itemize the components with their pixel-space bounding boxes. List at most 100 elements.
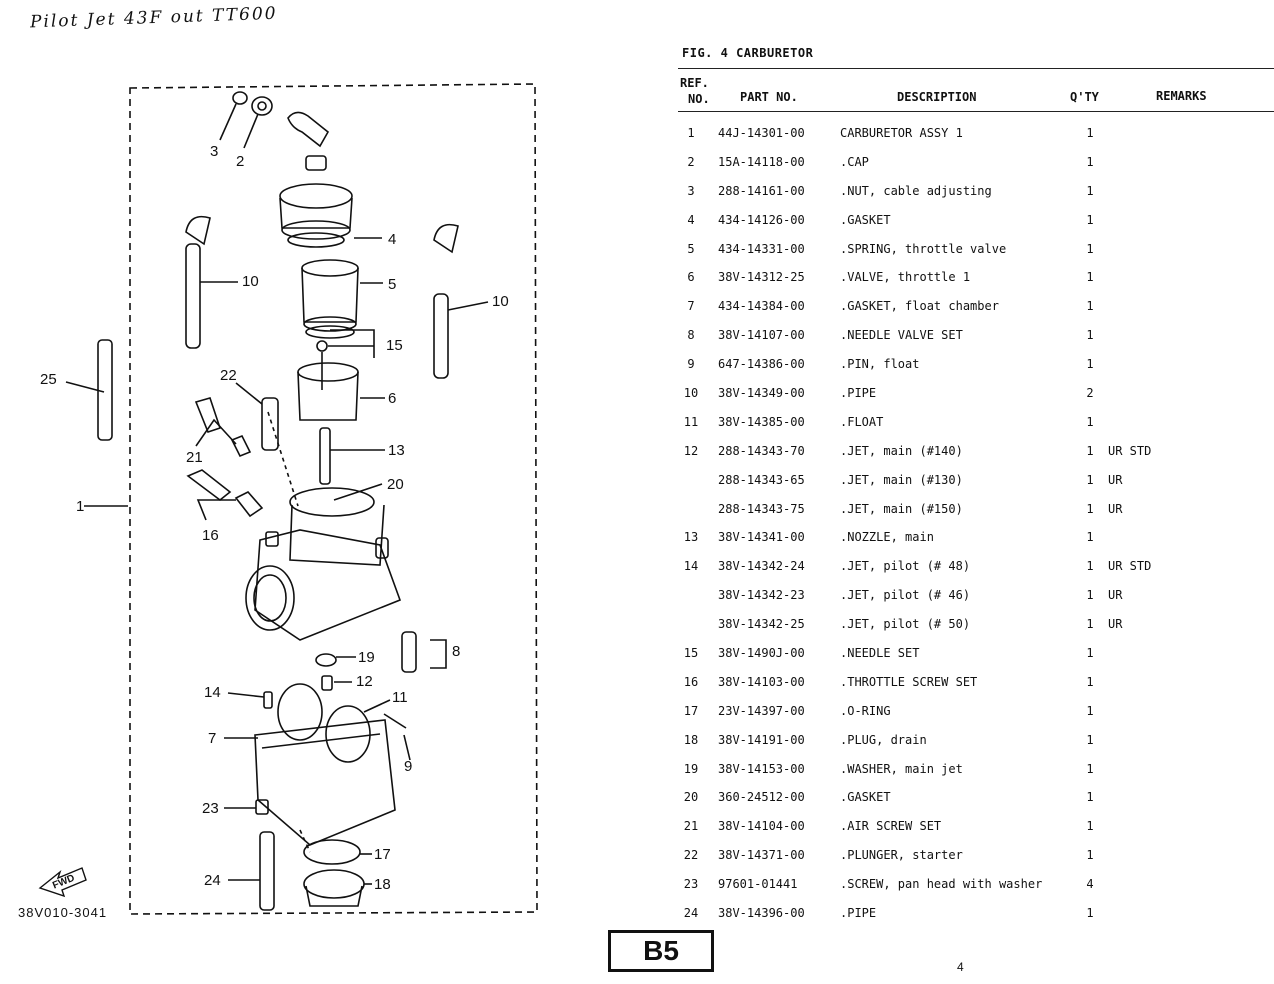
description-cell: .GASKET bbox=[840, 212, 891, 227]
description-cell: .WASHER, main jet bbox=[840, 761, 963, 776]
table-row: 38V-14342-25 .JET, pilot (# 50) 1 UR bbox=[670, 611, 1274, 640]
exploded-diagram-panel: Pilot Jet 43F out TT600 bbox=[0, 0, 600, 984]
ref-no-cell: 12 bbox=[683, 443, 699, 458]
qty-cell: 1 bbox=[1086, 790, 1094, 805]
part-no-cell: 38V-14103-00 bbox=[718, 674, 805, 689]
qty-cell: 1 bbox=[1086, 472, 1094, 487]
ref-no-cell: 17 bbox=[683, 703, 699, 718]
callout-10-right: 10 bbox=[492, 293, 509, 310]
qty-cell: 1 bbox=[1086, 241, 1094, 256]
ref-no-cell: 2 bbox=[687, 154, 695, 169]
ref-no-cell: 13 bbox=[683, 530, 699, 545]
callout-6: 6 bbox=[388, 390, 396, 407]
header-remarks: REMARKS bbox=[1156, 89, 1207, 103]
ref-no-cell: 16 bbox=[683, 674, 699, 689]
qty-cell: 1 bbox=[1086, 328, 1094, 343]
header-description: DESCRIPTION bbox=[897, 90, 977, 104]
ref-no-cell: 7 bbox=[687, 299, 695, 314]
description-cell: .THROTTLE SCREW SET bbox=[840, 674, 978, 689]
part-no-cell: 38V-14191-00 bbox=[718, 732, 805, 747]
ref-no-cell: 15 bbox=[683, 646, 699, 661]
callout-11: 11 bbox=[392, 689, 408, 706]
ref-no-cell: 1 bbox=[687, 126, 695, 140]
qty-cell: 1 bbox=[1086, 646, 1094, 661]
description-cell: .AIR SCREW SET bbox=[840, 819, 942, 834]
callout-17: 17 bbox=[374, 846, 391, 863]
carburetor-exploded-diagram: FWD 1 2 3 4 5 6 7 8 9 10 10 11 12 13 14 … bbox=[38, 83, 538, 915]
qty-cell: 1 bbox=[1086, 559, 1094, 574]
qty-cell: 1 bbox=[1086, 183, 1094, 198]
description-cell: .NOZZLE, main bbox=[840, 530, 934, 545]
part-no-cell: 38V-14342-25 bbox=[718, 617, 805, 632]
part-no-cell: 434-14384-00 bbox=[718, 299, 805, 314]
qty-cell: 1 bbox=[1086, 617, 1094, 632]
part-no-cell: 38V-14341-00 bbox=[718, 530, 805, 545]
callout-15: 15 bbox=[386, 337, 403, 354]
qty-cell: 1 bbox=[1086, 212, 1094, 227]
section-badge: B5 bbox=[608, 930, 714, 972]
description-cell: .NUT, cable adjusting bbox=[840, 183, 992, 198]
description-cell: .NEEDLE SET bbox=[840, 646, 920, 661]
figure-title: FIG. 4 CARBURETOR bbox=[682, 46, 814, 60]
callout-20: 20 bbox=[387, 476, 404, 493]
remarks-cell: UR bbox=[1108, 617, 1123, 632]
qty-cell: 1 bbox=[1086, 906, 1094, 921]
ref-no-cell: 4 bbox=[687, 212, 695, 227]
description-cell: .CAP bbox=[840, 154, 869, 169]
qty-cell: 1 bbox=[1086, 588, 1094, 603]
ref-no-cell: 10 bbox=[683, 386, 699, 401]
description-cell: .JET, pilot (# 50) bbox=[840, 617, 971, 632]
remarks-cell: UR STD bbox=[1108, 559, 1152, 574]
callout-16: 16 bbox=[202, 527, 219, 544]
part-no-cell: 434-14126-00 bbox=[718, 212, 805, 227]
callout-9: 9 bbox=[404, 758, 412, 775]
callout-1: 1 bbox=[76, 498, 84, 515]
callout-10-left: 10 bbox=[242, 273, 259, 290]
description-cell: .SPRING, throttle valve bbox=[840, 241, 1007, 256]
qty-cell: 1 bbox=[1086, 414, 1094, 429]
part-no-cell: 38V-14312-25 bbox=[718, 270, 805, 285]
qty-cell: 1 bbox=[1086, 674, 1094, 689]
part-no-cell: 288-14343-70 bbox=[718, 443, 805, 458]
callout-7: 7 bbox=[208, 730, 216, 747]
part-no-cell: 15A-14118-00 bbox=[718, 154, 805, 169]
part-no-cell: 38V-14153-00 bbox=[718, 761, 805, 776]
part-no-cell: 38V-1490J-00 bbox=[718, 646, 805, 661]
callout-18: 18 bbox=[374, 876, 391, 893]
diagram-code: 38V010-3041 bbox=[18, 905, 108, 920]
remarks-cell: UR bbox=[1108, 472, 1123, 487]
qty-cell: 1 bbox=[1086, 270, 1094, 285]
header-bottom-rule bbox=[678, 111, 1274, 112]
description-cell: .JET, main (#130) bbox=[840, 472, 963, 487]
part-no-cell: 288-14161-00 bbox=[718, 183, 805, 198]
description-cell: .GASKET, float chamber bbox=[840, 299, 999, 314]
callout-24: 24 bbox=[204, 872, 221, 889]
ref-no-cell: 6 bbox=[687, 270, 695, 285]
callout-8: 8 bbox=[452, 643, 460, 660]
description-cell: CARBURETOR ASSY 1 bbox=[840, 126, 963, 140]
ref-no-cell: 21 bbox=[683, 819, 699, 834]
part-no-cell: 97601-01441 bbox=[718, 877, 798, 892]
description-cell: .PIPE bbox=[840, 906, 877, 921]
part-no-cell: 38V-14342-23 bbox=[718, 588, 805, 603]
ref-no-cell: 18 bbox=[683, 732, 699, 747]
parts-list-panel: FIG. 4 CARBURETOR REF. NO. PART NO. DESC… bbox=[670, 0, 1274, 984]
description-cell: .PLUNGER, starter bbox=[840, 848, 963, 863]
qty-cell: 1 bbox=[1086, 848, 1094, 863]
description-cell: .JET, pilot (# 46) bbox=[840, 588, 971, 603]
qty-cell: 1 bbox=[1086, 501, 1094, 516]
ref-no-cell: 8 bbox=[687, 328, 695, 343]
ref-no-cell: 20 bbox=[683, 790, 699, 805]
part-no-cell: 38V-14342-24 bbox=[718, 559, 805, 574]
